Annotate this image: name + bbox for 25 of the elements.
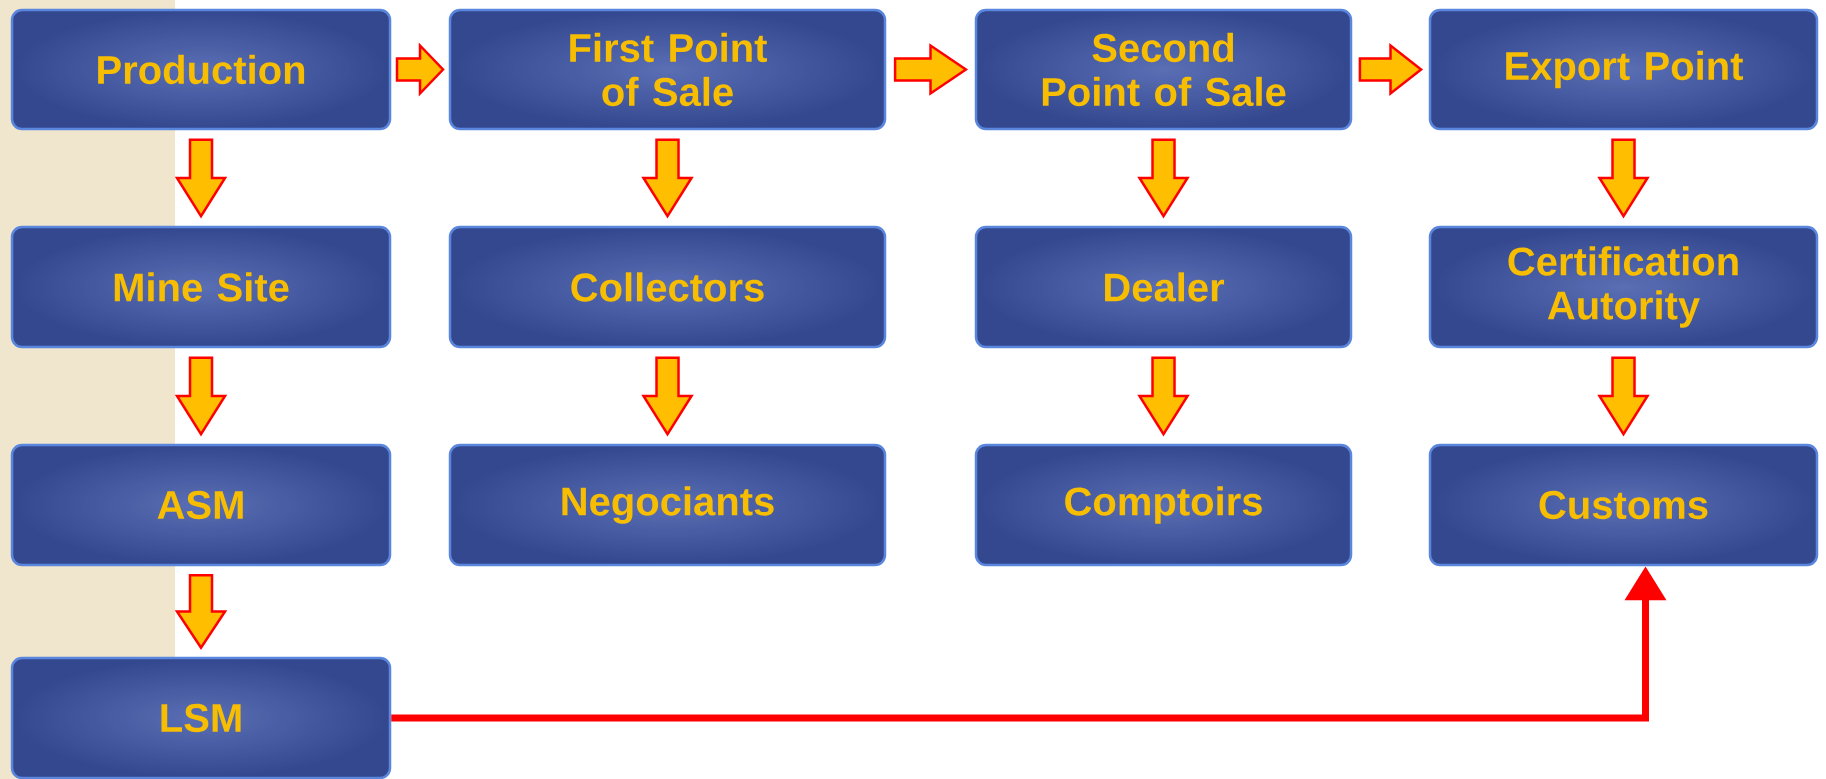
process-box: Certification Autority (1428, 225, 1819, 349)
block-arrow (1137, 356, 1190, 437)
block-arrow (1597, 138, 1650, 219)
process-box: Export Point (1428, 8, 1819, 131)
block-arrow (893, 43, 969, 96)
process-box: ASM (10, 443, 392, 567)
process-box: LSM (10, 656, 392, 779)
block-arrow (641, 138, 694, 219)
block-arrow (395, 42, 445, 97)
block-arrow (1137, 138, 1190, 219)
process-box: Mine Site (10, 225, 392, 349)
process-box: First Point of Sale (448, 8, 887, 131)
process-box: Customs (1428, 443, 1819, 567)
process-box: Production (10, 8, 392, 131)
block-arrow (641, 356, 694, 437)
block-arrow (174, 356, 228, 437)
process-box: Negociants (448, 443, 887, 567)
block-arrow (174, 138, 228, 219)
block-arrow (174, 574, 228, 650)
process-box: Collectors (448, 225, 887, 349)
process-box: Dealer (974, 225, 1353, 349)
block-arrow (1358, 42, 1424, 97)
process-box: Comptoirs (974, 443, 1353, 567)
block-arrow (1597, 356, 1650, 437)
process-box: Second Point of Sale (974, 8, 1353, 131)
